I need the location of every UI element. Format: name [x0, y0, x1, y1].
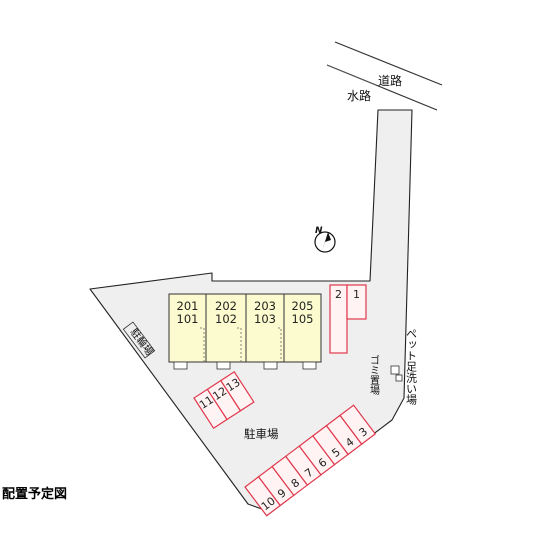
garbage-area-label: ゴミ置場 [368, 354, 380, 396]
unit-lower-label: 103 [254, 312, 276, 326]
garbage-bin-icon [390, 365, 400, 375]
partition-line [200, 327, 205, 362]
parking-label: 駐車場 [244, 427, 279, 441]
unit-203-103: 203 103 [245, 293, 285, 370]
pet-foot-wash-label-group: ペット足洗い場 [405, 328, 418, 406]
stall-number: 1 [353, 288, 360, 301]
building: 201 101 202 102 203 103 205 105 [168, 293, 322, 370]
unit-upper-label: 203 [254, 299, 276, 313]
garbage-area-label-group: ゴミ置場 [368, 354, 380, 396]
waterway-line [326, 64, 377, 86]
partition-line [237, 327, 242, 362]
pet-foot-wash-label: ペット足洗い場 [405, 328, 418, 406]
pet-wash-icon [395, 374, 403, 382]
unit-upper-label: 201 [177, 299, 199, 313]
unit-lower-label: 105 [292, 312, 314, 326]
parking-stalls-top: 2 1 [329, 284, 367, 354]
stall-number: 2 [335, 288, 342, 301]
parking-stalls-bottom: 10 9 8 7 6 5 4 3 [244, 404, 377, 517]
road-label: 道路 [378, 73, 402, 88]
parking-stall [346, 284, 367, 320]
bicycle-parking-box [122, 321, 156, 359]
stall-number: 12 [210, 384, 229, 403]
parking-stall [339, 404, 377, 445]
road [326, 41, 443, 111]
unit-205-105: 205 105 [283, 293, 322, 370]
unit-upper-label: 205 [292, 299, 314, 313]
waterway-label: 水路 [347, 88, 371, 103]
parking-stall [220, 371, 255, 412]
stall-number: 13 [224, 376, 243, 395]
balcony [216, 361, 231, 370]
north-arrow-icon [314, 231, 336, 253]
stall-number: 11 [197, 393, 216, 412]
balcony [263, 361, 278, 370]
unit-201-101: 201 101 [168, 293, 207, 370]
road-edge-upper [334, 41, 443, 86]
unit-202-102: 202 102 [205, 293, 247, 370]
unit-lower-label: 101 [177, 312, 199, 326]
balcony [302, 361, 317, 370]
north-label: N [315, 226, 323, 236]
partition-line [278, 327, 282, 362]
parking-stalls-left: 11 12 13 [193, 371, 255, 430]
balcony [173, 361, 188, 370]
page-title: 配置予定図 [2, 486, 67, 502]
unit-lower-label: 102 [215, 312, 237, 326]
unit-upper-label: 202 [215, 299, 237, 313]
